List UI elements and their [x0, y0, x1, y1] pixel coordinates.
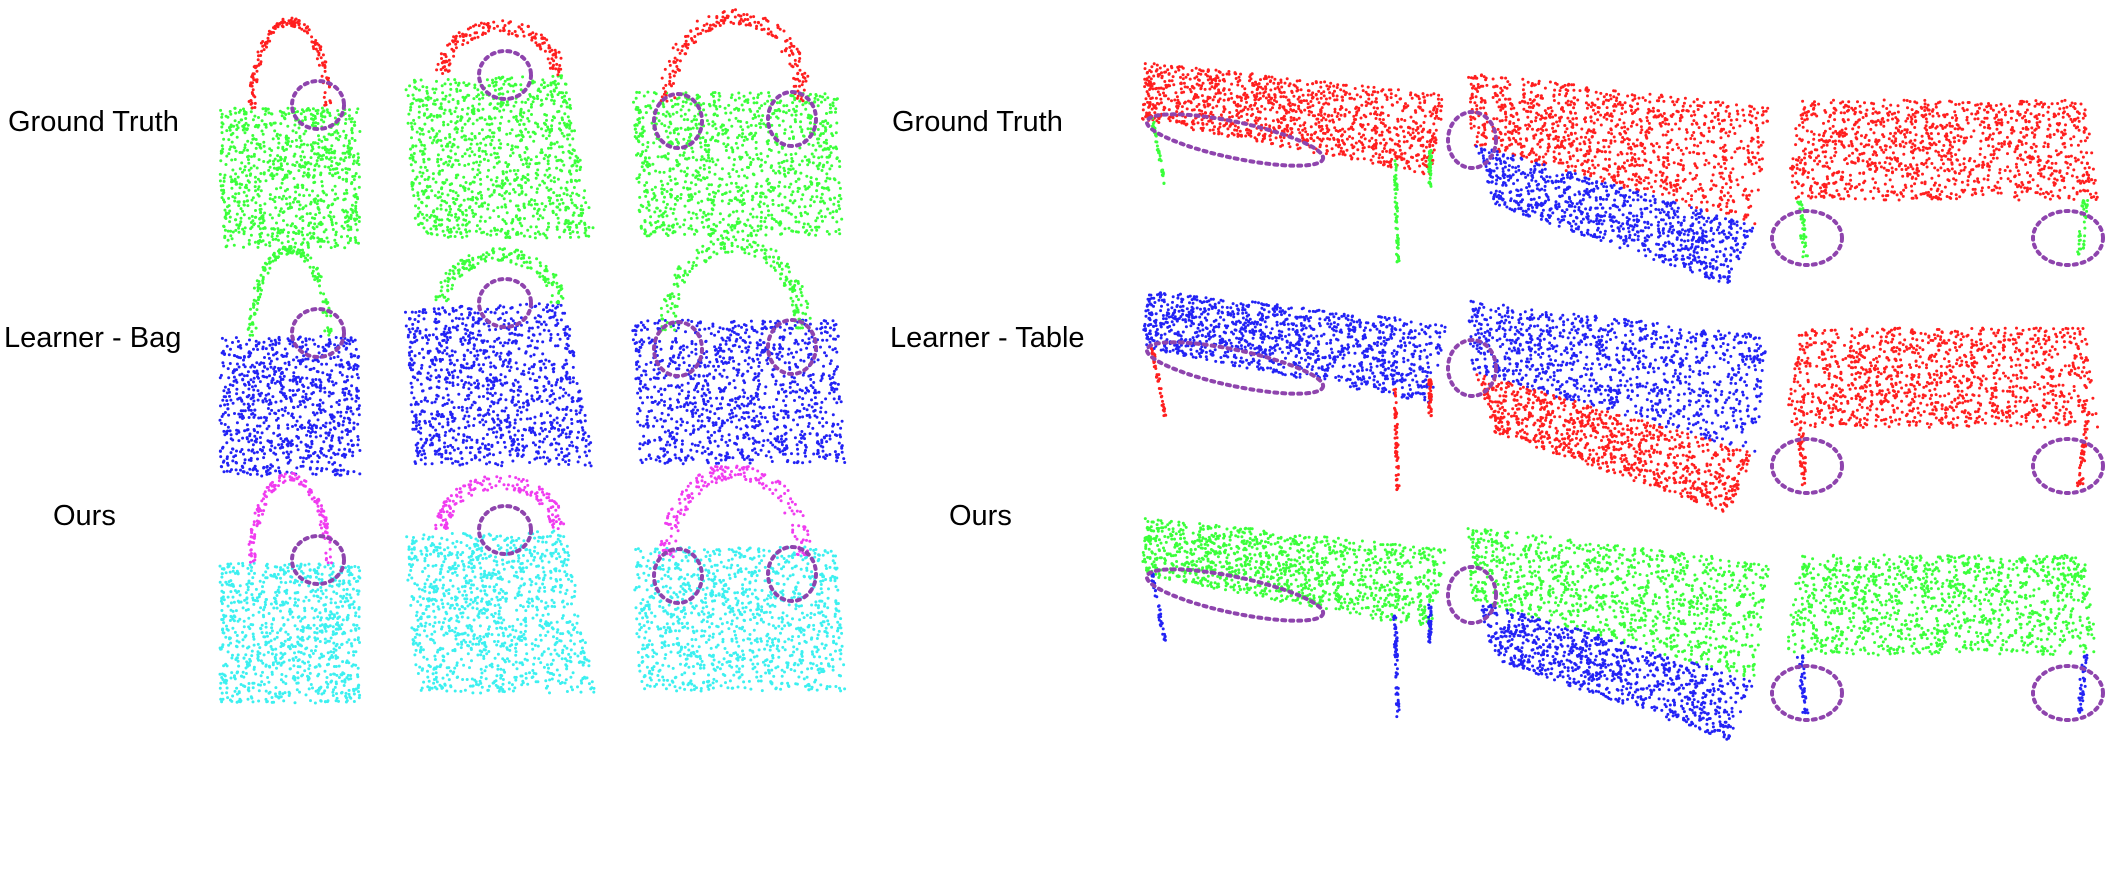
bag-1-row-2: [219, 245, 362, 478]
bag-2-row-1: [405, 19, 595, 239]
bag-2-row-3: [405, 475, 595, 695]
table-3-row-2: [1772, 327, 2103, 493]
bag-1-row-3: [219, 472, 362, 705]
bag-3-row-3: [633, 465, 846, 693]
table-3-row-1: [1772, 99, 2103, 266]
bag-2-row-2: [404, 247, 593, 467]
table-2-row-3: [1448, 527, 1770, 741]
bag-3-row-2: [631, 235, 846, 465]
table-3-row-3: [1772, 554, 2103, 721]
table-2-row-1: [1448, 73, 1769, 284]
table-1-row-1: [1141, 62, 1443, 263]
bag-1-row-1: [219, 17, 362, 250]
bag-3-row-1: [632, 8, 843, 237]
table-2-row-2: [1448, 300, 1767, 513]
table-1-row-2: [1142, 291, 1446, 491]
table-1-row-3: [1141, 517, 1446, 718]
